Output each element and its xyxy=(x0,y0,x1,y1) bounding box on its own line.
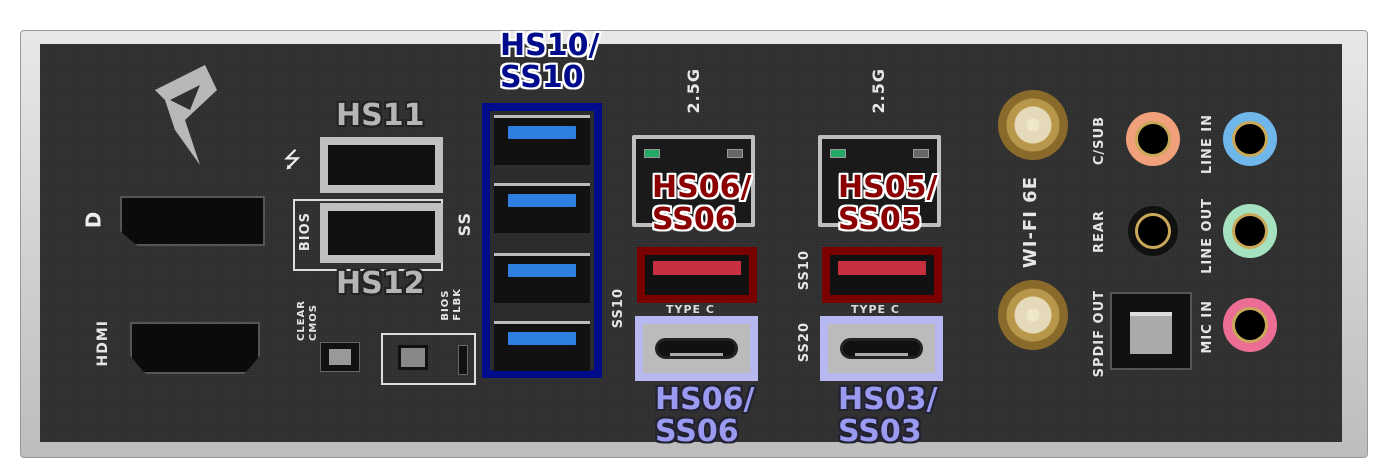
usb3-port[interactable] xyxy=(494,253,590,303)
audio-jack-line-in[interactable] xyxy=(1223,112,1277,166)
annotation-typec2-hs03-ss03: HS03/ SS03 xyxy=(838,382,938,449)
usb2-port-hs12-bios[interactable] xyxy=(320,203,443,263)
displayport[interactable] xyxy=(120,196,265,246)
csub-label: C/SUB xyxy=(1092,116,1107,166)
displayport-icon: D xyxy=(81,211,106,229)
audio-jack-mic-in[interactable] xyxy=(1223,298,1277,352)
lan1-port[interactable] xyxy=(632,135,755,227)
bios-flashback-button[interactable] xyxy=(381,333,476,385)
usb-typea-red-1[interactable] xyxy=(637,247,757,303)
spdif-optical-port[interactable] xyxy=(1110,292,1192,370)
line-in-label: LINE IN xyxy=(1200,114,1215,175)
ss-usb-icon: SS xyxy=(455,212,474,237)
bios-flbk-label: BIOS FLBK xyxy=(440,288,463,321)
annotation-lan1-hs06-ss06: HS06/ SS06 xyxy=(652,170,752,237)
annotation-hs11: HS11 xyxy=(336,98,425,133)
annotation-lan2-hs05-ss05: HS05/ SS05 xyxy=(838,170,938,237)
ss10-icon: SS10 xyxy=(797,250,812,291)
bios-label: BIOS xyxy=(298,212,313,252)
lan2-speed-label: 2.5G xyxy=(869,68,888,114)
wifi-antenna-connector[interactable] xyxy=(998,90,1068,160)
usb-typec-1[interactable] xyxy=(635,316,758,381)
hdmi-label: HDMI xyxy=(95,320,111,367)
usb-icon: ⭍ xyxy=(283,148,302,173)
mic-in-label: MIC IN xyxy=(1200,300,1215,354)
annotation-typec1-hs06-ss06: HS06/ SS06 xyxy=(655,382,755,449)
line-out-label: LINE OUT xyxy=(1200,198,1215,274)
clear-cmos-label: CLEAR CMOS xyxy=(296,300,319,341)
usb3-port[interactable] xyxy=(494,183,590,233)
annotation-hs10-ss10: HS10/ SS10 xyxy=(500,28,600,95)
wifi-antenna-connector[interactable] xyxy=(998,280,1068,350)
usb-typec-2[interactable] xyxy=(820,316,943,381)
hdmi-port[interactable] xyxy=(130,322,260,374)
lan2-port[interactable] xyxy=(818,135,941,227)
typec-label-1: TYPE C xyxy=(666,303,715,316)
ss10-icon: SS10 xyxy=(611,288,626,329)
usb-typea-red-2[interactable] xyxy=(822,247,942,303)
spdif-label: SPDIF OUT xyxy=(1092,290,1107,378)
clear-cmos-button[interactable] xyxy=(320,342,360,372)
rear-label: REAR xyxy=(1092,210,1107,253)
ss20-icon: SS20 xyxy=(797,322,812,363)
annotation-hs12: HS12 xyxy=(336,266,425,301)
audio-jack-csub[interactable] xyxy=(1126,112,1180,166)
typec-label-2: TYPE C xyxy=(851,303,900,316)
usb3-port[interactable] xyxy=(494,115,590,165)
usb3-port[interactable] xyxy=(494,321,590,371)
lan1-speed-label: 2.5G xyxy=(684,68,703,114)
audio-jack-line-out[interactable] xyxy=(1223,204,1277,258)
wifi-label: WI-FI 6E xyxy=(1020,176,1041,269)
rog-logo-icon xyxy=(155,65,217,165)
audio-jack-rear[interactable] xyxy=(1126,204,1180,258)
usb3-stack-box xyxy=(482,103,602,378)
usb2-port-hs11[interactable] xyxy=(320,137,443,193)
